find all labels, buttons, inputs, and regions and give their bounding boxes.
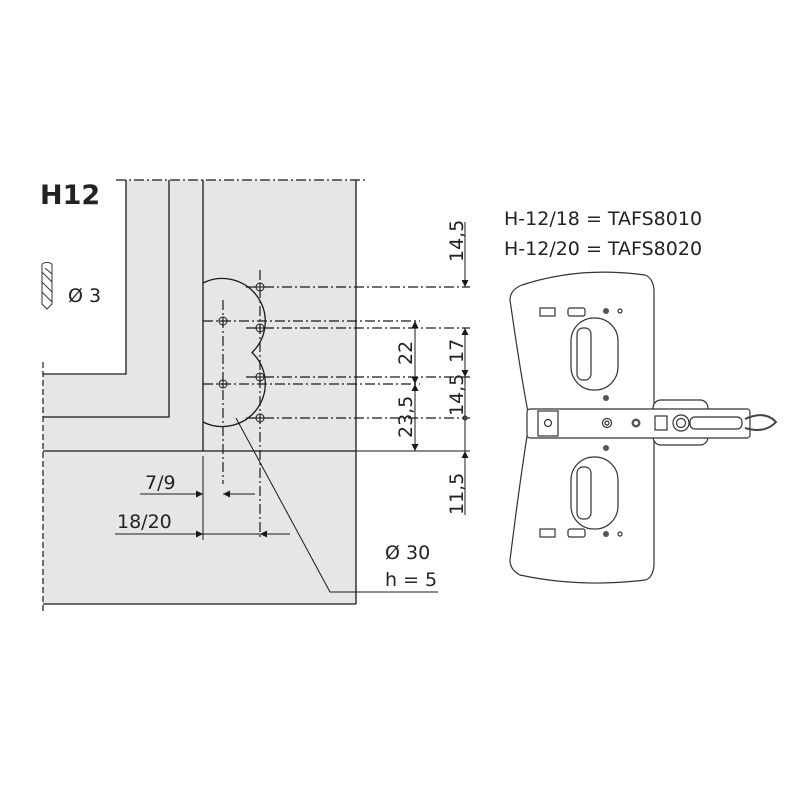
cup-leader-line (235, 417, 438, 593)
drilling-template-illustration (509, 271, 778, 584)
dim-23-5: 23,5 (395, 396, 417, 438)
dim-17: 17 (446, 339, 468, 363)
hole (255, 413, 265, 423)
template-code-18: H-12/18 = TAFS8010 (504, 208, 702, 230)
dim-14-5-mid: 14,5 (446, 374, 468, 416)
outer-dimension-chain: 14,5 17 14,5 11,5 (446, 220, 469, 515)
cup-diameter: Ø 30 (385, 542, 430, 564)
hole (255, 282, 265, 292)
hole (218, 316, 228, 326)
dim-22: 22 (395, 341, 417, 365)
drill-bit-icon (41, 262, 53, 310)
drill-diameter: Ø 3 (68, 285, 101, 307)
inner-dimension-chain: 22 23,5 (395, 321, 419, 451)
hinge-cup-outline (202, 277, 266, 428)
centerlines (203, 270, 470, 540)
hole (255, 323, 265, 333)
cabinet-panel (42, 179, 366, 614)
template-code-20: H-12/20 = TAFS8020 (504, 238, 702, 260)
drill-holes (218, 282, 265, 423)
dim-11-5: 11,5 (446, 473, 468, 515)
dim-14-5-top: 14,5 (446, 220, 468, 262)
page-title: H12 (40, 180, 100, 211)
hole (255, 372, 265, 382)
horizontal-dimensions: 7/9 18/20 (115, 456, 290, 540)
cup-depth: h = 5 (385, 569, 437, 591)
hole (218, 379, 228, 389)
dim-18-20: 18/20 (117, 511, 172, 533)
dim-7-9: 7/9 (145, 472, 176, 494)
